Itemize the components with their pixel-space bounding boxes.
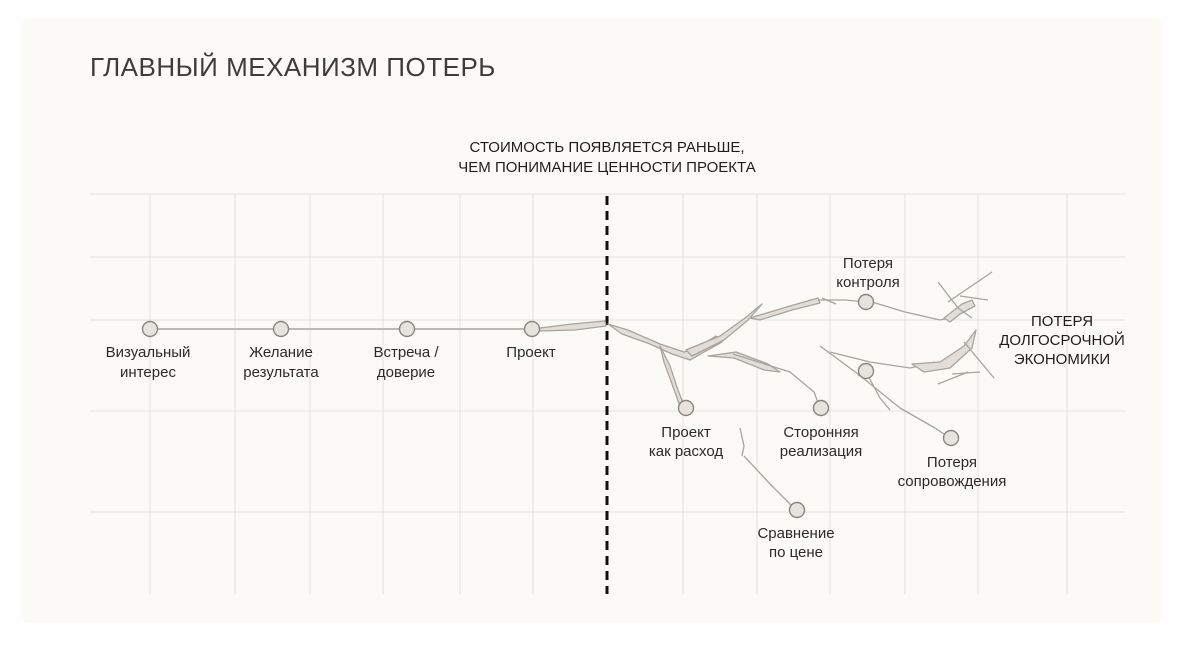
branch-node-control bbox=[857, 293, 875, 311]
branch-label-thirdparty-1: Сторонняя bbox=[783, 424, 858, 441]
divider-caption-line2: ЧЕМ ПОНИМАНИЕ ЦЕННОСТИ ПРОЕКТА bbox=[458, 159, 755, 176]
branch-node-price bbox=[788, 501, 806, 519]
branch-label-support-2: сопровождения bbox=[898, 473, 1007, 490]
stage-label-meeting-1: Встреча / bbox=[373, 344, 439, 361]
path-node-meeting bbox=[398, 320, 416, 338]
outcome-label-1: ПОТЕРЯ bbox=[1031, 313, 1093, 330]
page-title: ГЛАВНЫЙ МЕХАНИЗМ ПОТЕРЬ bbox=[90, 52, 496, 82]
stage-label-project: Проект bbox=[506, 344, 556, 361]
stage-label-desire-1: Желание bbox=[249, 344, 313, 361]
crack-branches bbox=[531, 271, 995, 511]
branch-node-thirdparty bbox=[812, 399, 830, 417]
outcome-label-2: ДОЛГОСРОЧНОЙ bbox=[999, 331, 1125, 349]
branch-label-price-2: по цене bbox=[769, 544, 823, 561]
stage-label-visual-interest-1: Визуальный bbox=[106, 344, 191, 361]
branch-label-support-1: Потеря bbox=[927, 454, 977, 471]
branch-label-control-1: Потеря bbox=[843, 255, 893, 272]
outcome-label-3: ЭКОНОМИКИ bbox=[1014, 351, 1110, 368]
stage-label-visual-interest-2: интерес bbox=[120, 364, 176, 381]
path-node-desire bbox=[272, 320, 290, 338]
path-node-project bbox=[523, 320, 541, 338]
branch-node-expense bbox=[677, 399, 695, 417]
branch-label-control-2: контроля bbox=[836, 274, 899, 291]
branch-node-support bbox=[942, 429, 960, 447]
divider-caption-line1: СТОИМОСТЬ ПОЯВЛЯЕТСЯ РАНЬШЕ, bbox=[469, 139, 744, 156]
branch-label-price-1: Сравнение bbox=[757, 525, 834, 542]
branch-node-minor bbox=[857, 362, 875, 380]
stage-label-desire-2: результата bbox=[243, 364, 319, 381]
background-grid bbox=[90, 193, 1125, 595]
branch-label-expense-2: как расход bbox=[649, 443, 723, 460]
stage-label-meeting-2: доверие bbox=[377, 364, 435, 381]
branch-label-expense-1: Проект bbox=[661, 424, 711, 441]
branch-label-thirdparty-2: реализация bbox=[780, 443, 862, 460]
path-node-visual-interest bbox=[141, 320, 159, 338]
